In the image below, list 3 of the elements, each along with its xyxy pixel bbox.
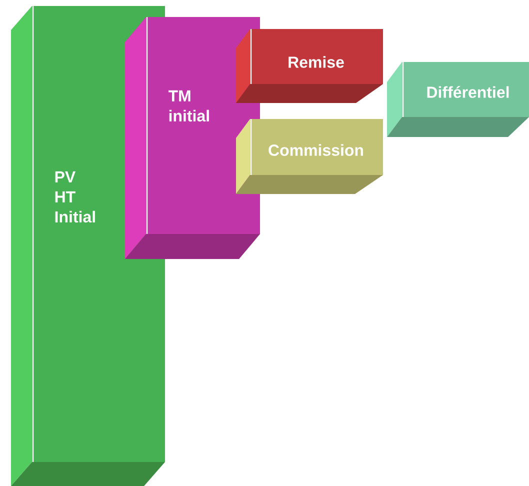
block-drawing: Commission <box>236 119 383 194</box>
block-drawing: Différentiel <box>387 62 529 137</box>
block-drawing: Remise <box>236 29 383 103</box>
